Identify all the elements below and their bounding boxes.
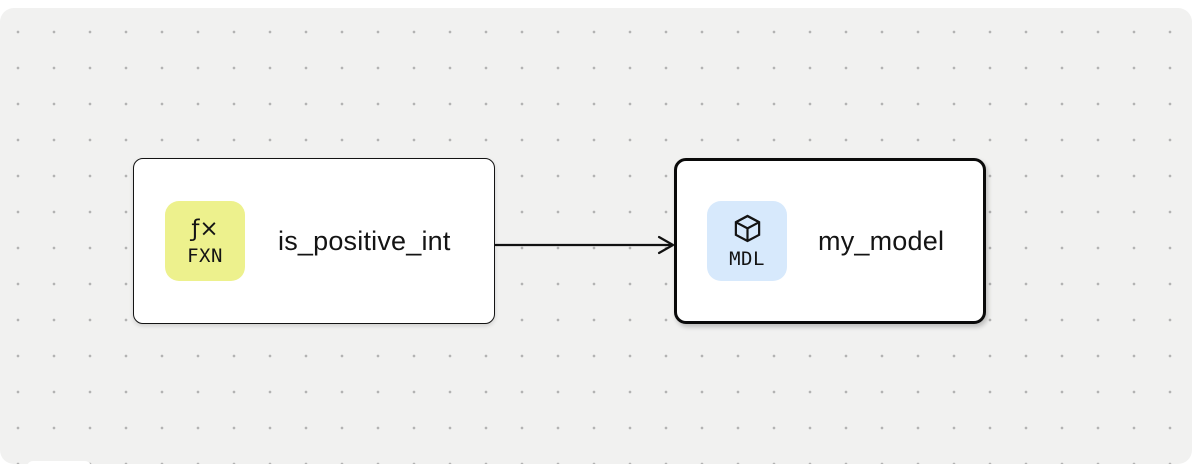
- function-badge-label: FXN: [187, 244, 223, 267]
- arrow-icon: [494, 235, 675, 255]
- node-my-model[interactable]: MDL my_model: [674, 158, 986, 324]
- function-type-badge: ƒ× FXN: [165, 201, 245, 281]
- function-icon: ƒ×: [191, 215, 219, 242]
- model-badge-label: MDL: [729, 247, 765, 270]
- node-label: my_model: [818, 225, 945, 256]
- edge-is-positive-int-to-my-model[interactable]: [0, 8, 1192, 464]
- model-type-badge: MDL: [707, 201, 787, 281]
- flow-canvas[interactable]: ƒ× FXN is_positive_int MDL my_model: [0, 8, 1192, 464]
- cube-icon: [732, 212, 763, 246]
- node-is-positive-int[interactable]: ƒ× FXN is_positive_int: [133, 158, 495, 324]
- canvas-controls-peek[interactable]: [27, 461, 91, 472]
- node-label: is_positive_int: [278, 225, 451, 256]
